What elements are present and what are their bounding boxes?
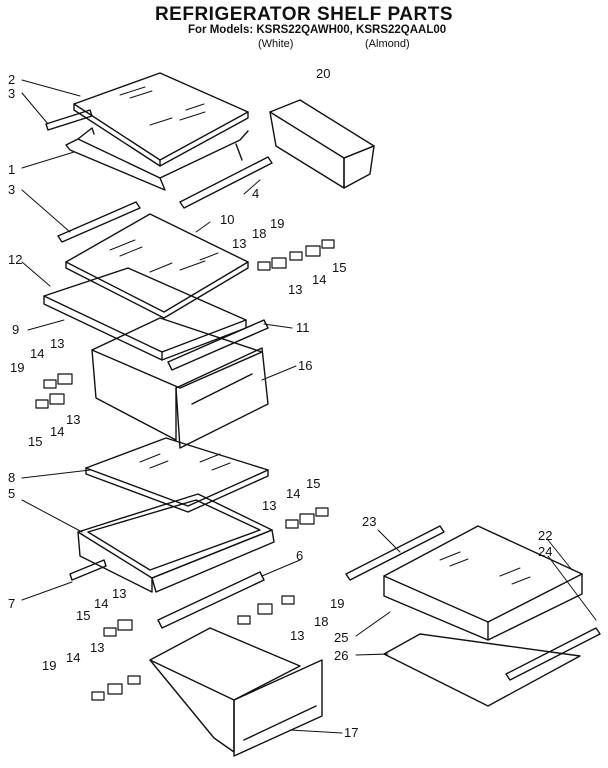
- callout-25: 25: [334, 630, 348, 645]
- callout-13c: 13: [50, 336, 64, 351]
- callout-17: 17: [344, 725, 358, 740]
- callout-19a: 19: [270, 216, 284, 231]
- callout-13b: 13: [288, 282, 302, 297]
- callout-2: 2: [8, 72, 15, 87]
- callout-14d: 14: [286, 486, 300, 501]
- callout-6: 6: [296, 548, 303, 563]
- hardware-groups: [35, 239, 335, 701]
- callout-19c: 19: [42, 658, 56, 673]
- callout-9: 9: [12, 322, 19, 337]
- callout-1: 1: [8, 162, 15, 177]
- callout-13h: 13: [290, 628, 304, 643]
- callout-20: 20: [316, 66, 330, 81]
- callout-15a: 15: [332, 260, 346, 275]
- right-glass-shelf: [383, 525, 583, 641]
- callout-11: 11: [296, 320, 310, 335]
- right-trim-23: [345, 525, 445, 581]
- trim-strip-3-lower: [57, 201, 141, 243]
- callout-8: 8: [8, 470, 15, 485]
- shelf-frame-5: [77, 493, 275, 593]
- callout-26: 26: [334, 648, 348, 663]
- callout-13a: 13: [232, 236, 246, 251]
- callout-15d: 15: [76, 608, 90, 623]
- callout-22: 22: [538, 528, 552, 543]
- rail-6: [157, 571, 265, 629]
- callout-numbers: 2 3 1 3 4 20 10 12 9 11 16 19 18 13 15 1…: [8, 66, 552, 740]
- callout-24: 24: [538, 544, 552, 559]
- callout-3: 3: [8, 86, 15, 101]
- crisper-frame: [43, 267, 247, 361]
- callout-14c: 14: [50, 424, 64, 439]
- callout-13e: 13: [262, 498, 276, 513]
- right-frame-26: [383, 627, 601, 707]
- callout-23: 23: [362, 514, 376, 529]
- callout-13d: 13: [66, 412, 80, 427]
- callout-18b: 18: [314, 614, 328, 629]
- callout-3b: 3: [8, 182, 15, 197]
- model-color-almond: (Almond): [365, 38, 410, 50]
- callout-10: 10: [220, 212, 234, 227]
- door-bin-20: [269, 99, 375, 189]
- crisper-drawer-upper: [91, 317, 269, 449]
- callout-14a: 14: [312, 272, 326, 287]
- rail-7: [69, 559, 107, 581]
- callout-19d: 19: [330, 596, 344, 611]
- rail-11: [167, 319, 269, 371]
- shelf-trim-upper: [45, 109, 273, 209]
- callout-4: 4: [252, 186, 259, 201]
- diagram-title: REFRIGERATOR SHELF PARTS: [154, 4, 454, 25]
- callout-19b: 19: [10, 360, 24, 375]
- callout-15c: 15: [306, 476, 320, 491]
- leader-lines: [21, 79, 597, 734]
- callout-14f: 14: [66, 650, 80, 665]
- glass-shelf-8: [85, 437, 269, 513]
- callout-16: 16: [298, 358, 312, 373]
- callout-13f: 13: [112, 586, 126, 601]
- callout-7: 7: [8, 596, 15, 611]
- models-line: For Models: KSRS22QAWH00, KSRS22QAAL00: [188, 24, 447, 36]
- callout-14e: 14: [94, 596, 108, 611]
- crisper-drawer-lower: [149, 627, 323, 757]
- callout-13g: 13: [90, 640, 104, 655]
- callout-5: 5: [8, 486, 15, 501]
- callout-14b: 14: [30, 346, 44, 361]
- callout-15b: 15: [28, 434, 42, 449]
- crisper-cover-glass: [65, 213, 249, 319]
- callout-18a: 18: [252, 226, 266, 241]
- top-shelf-frame: [65, 127, 249, 191]
- top-glass-shelf: [73, 72, 249, 167]
- model-color-white: (White): [258, 38, 294, 50]
- callout-12: 12: [8, 252, 22, 267]
